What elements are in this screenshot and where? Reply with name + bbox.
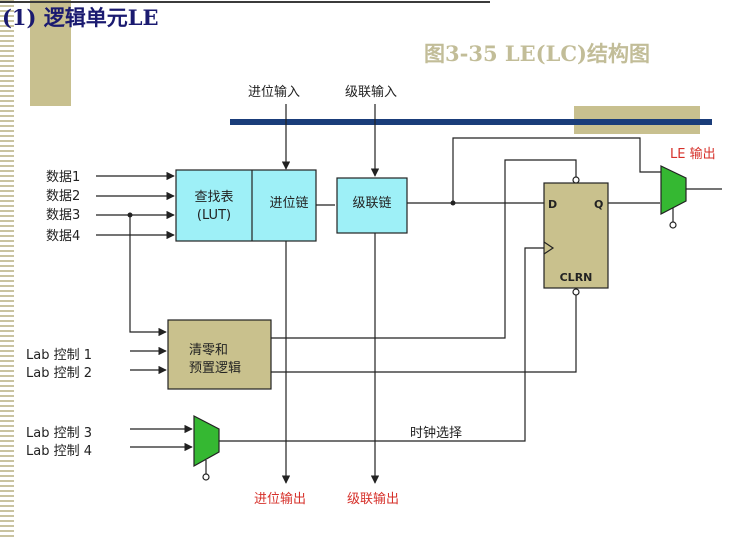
clock-select-label: 时钟选择 [410, 425, 462, 441]
ff-d-label: D [548, 198, 557, 211]
lut-label-line2: (LUT) [197, 208, 231, 223]
data-3-label: 数据3 [46, 208, 80, 223]
carry-chain-label: 进位链 [269, 196, 308, 211]
clrn-bubble [572, 288, 580, 296]
cascade-in-label: 级联输入 [345, 84, 397, 100]
clock-select-mux [193, 415, 220, 468]
data-3-tap-wire [129, 215, 167, 337]
cascade-out-label: 级联输出 [347, 491, 399, 507]
cascade-chain-block [336, 177, 408, 234]
ff-q-label: Q [594, 198, 603, 211]
decorative-stripe [0, 0, 14, 540]
le-output-label: LE 输出 [670, 146, 716, 162]
clock-mux-select-bubble [202, 473, 210, 481]
preset-wire [271, 159, 577, 339]
title-rule [0, 1, 490, 3]
data-1-label: 数据1 [46, 170, 80, 185]
slide-title: (1) 逻辑单元LE [2, 5, 159, 30]
clear-preset-label-line2: 预置逻辑 [189, 361, 241, 376]
lut-label-line1: 查找表 [194, 190, 233, 205]
lab-control-2-label: Lab 控制 2 [26, 366, 92, 381]
bypass-wire [452, 137, 662, 203]
data-4-label: 数据4 [46, 229, 80, 244]
clear-preset-logic-block [167, 319, 272, 390]
clock-wire [219, 247, 544, 442]
decorative-block [30, 0, 71, 106]
clock-input-triangle [543, 241, 555, 255]
data-2-label: 数据2 [46, 189, 80, 204]
preset-bubble [572, 176, 580, 184]
ff-clrn-label: CLRN [560, 271, 593, 284]
lab-control-4-label: Lab 控制 4 [26, 444, 92, 459]
cascade-chain-label: 级联链 [352, 196, 391, 211]
carry-out-label: 进位输出 [254, 491, 306, 507]
lab-control-1-label: Lab 控制 1 [26, 348, 92, 363]
clear-wire [271, 295, 577, 373]
figure-caption: 图3-35 LE(LC)结构图 [424, 41, 650, 66]
le-output-mux [660, 165, 687, 215]
clear-preset-label-line1: 清零和 [189, 343, 228, 358]
carry-in-label: 进位输入 [248, 84, 300, 100]
lab-control-3-label: Lab 控制 3 [26, 426, 92, 441]
lut-carry-block [175, 169, 317, 242]
mux-select-bubble [669, 221, 677, 229]
